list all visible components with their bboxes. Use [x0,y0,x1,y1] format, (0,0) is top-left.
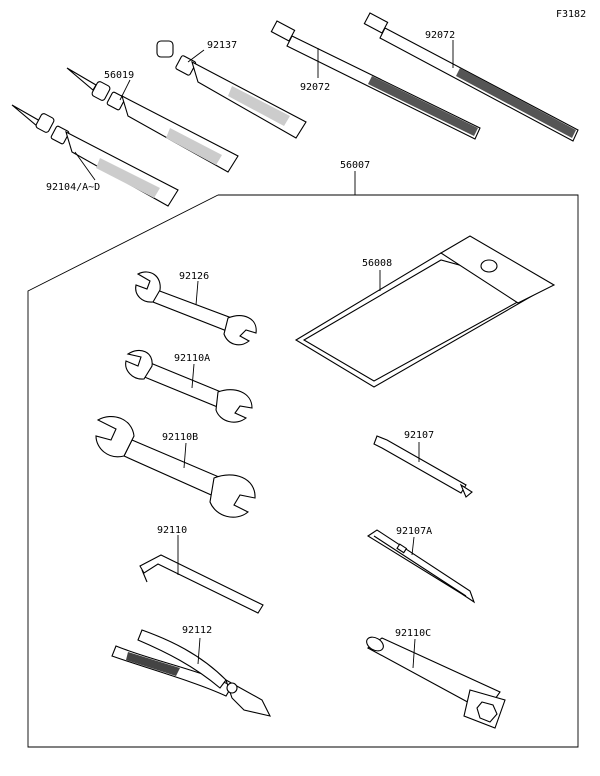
socket-wrench-92110C [366,636,506,729]
band-92072-right [363,12,579,142]
label-92137: 92137 [207,40,237,51]
label-92126: 92126 [179,271,209,282]
wrench-92126 [135,271,257,346]
label-92104: 92104/A~D [46,182,100,193]
label-56019: 56019 [104,70,134,81]
tool-kit-boundary [27,194,579,748]
grease-tube-56019 [66,67,239,173]
label-56007: 56007 [340,160,370,171]
screwdriver-92107A [366,529,476,604]
label-92072-right: 92072 [425,30,455,41]
wrench-92110B [95,416,256,518]
label-92107: 92107 [404,430,434,441]
hex-wrench-92110 [139,554,264,614]
figure-id: F3182 [556,9,586,20]
band-92072-left [270,20,481,140]
grease-tube-92137 [156,40,307,139]
label-92112: 92112 [182,625,212,636]
label-92110A: 92110A [174,353,210,364]
label-92110C: 92110C [395,628,431,639]
tool-case-56008 [294,235,556,388]
label-92072-left: 92072 [300,82,330,93]
label-56008: 56008 [362,258,392,269]
label-92110B: 92110B [162,432,198,443]
label-92107A: 92107A [396,526,432,537]
screwdriver-92107 [373,435,473,498]
pliers-92112 [111,629,272,717]
label-92110: 92110 [157,525,187,536]
grease-tube-92104 [11,104,179,207]
wrench-92110A [125,349,253,423]
